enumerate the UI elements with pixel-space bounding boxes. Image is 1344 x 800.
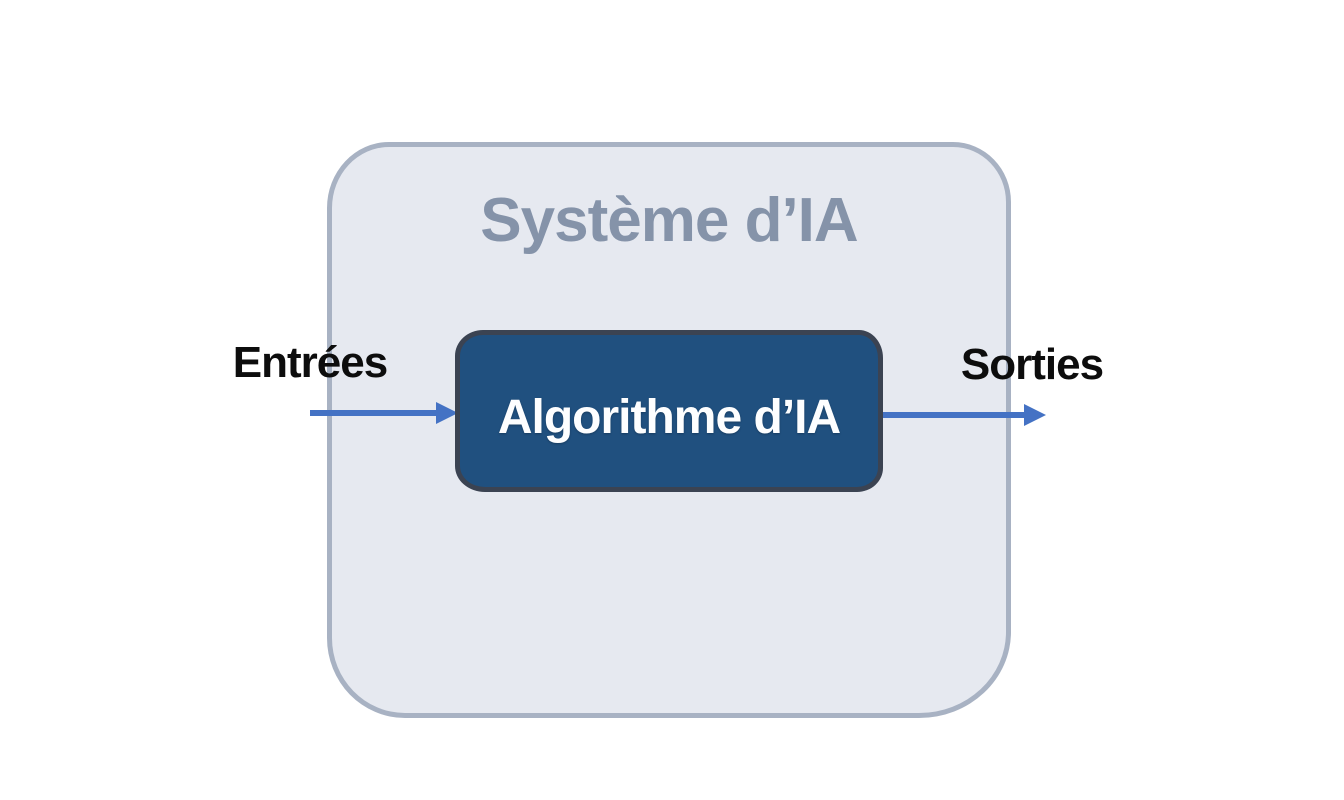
inputs-label: Entrées [232, 338, 388, 387]
ai-system-title: Système d’IA [480, 186, 858, 255]
input-arrow-shaft [310, 410, 442, 416]
output-arrow-icon [883, 404, 1046, 426]
ai-system-box: Système d’IA [327, 142, 1011, 718]
output-arrow-shaft [883, 412, 1030, 418]
ai-algorithm-label: Algorithme d’IA [497, 390, 841, 444]
outputs-label: Sorties [960, 340, 1104, 389]
ai-algorithm-box: Algorithme d’IA [455, 330, 883, 492]
output-arrow-head [1024, 404, 1046, 426]
input-arrow-icon [310, 402, 458, 424]
input-arrow-head [436, 402, 458, 424]
